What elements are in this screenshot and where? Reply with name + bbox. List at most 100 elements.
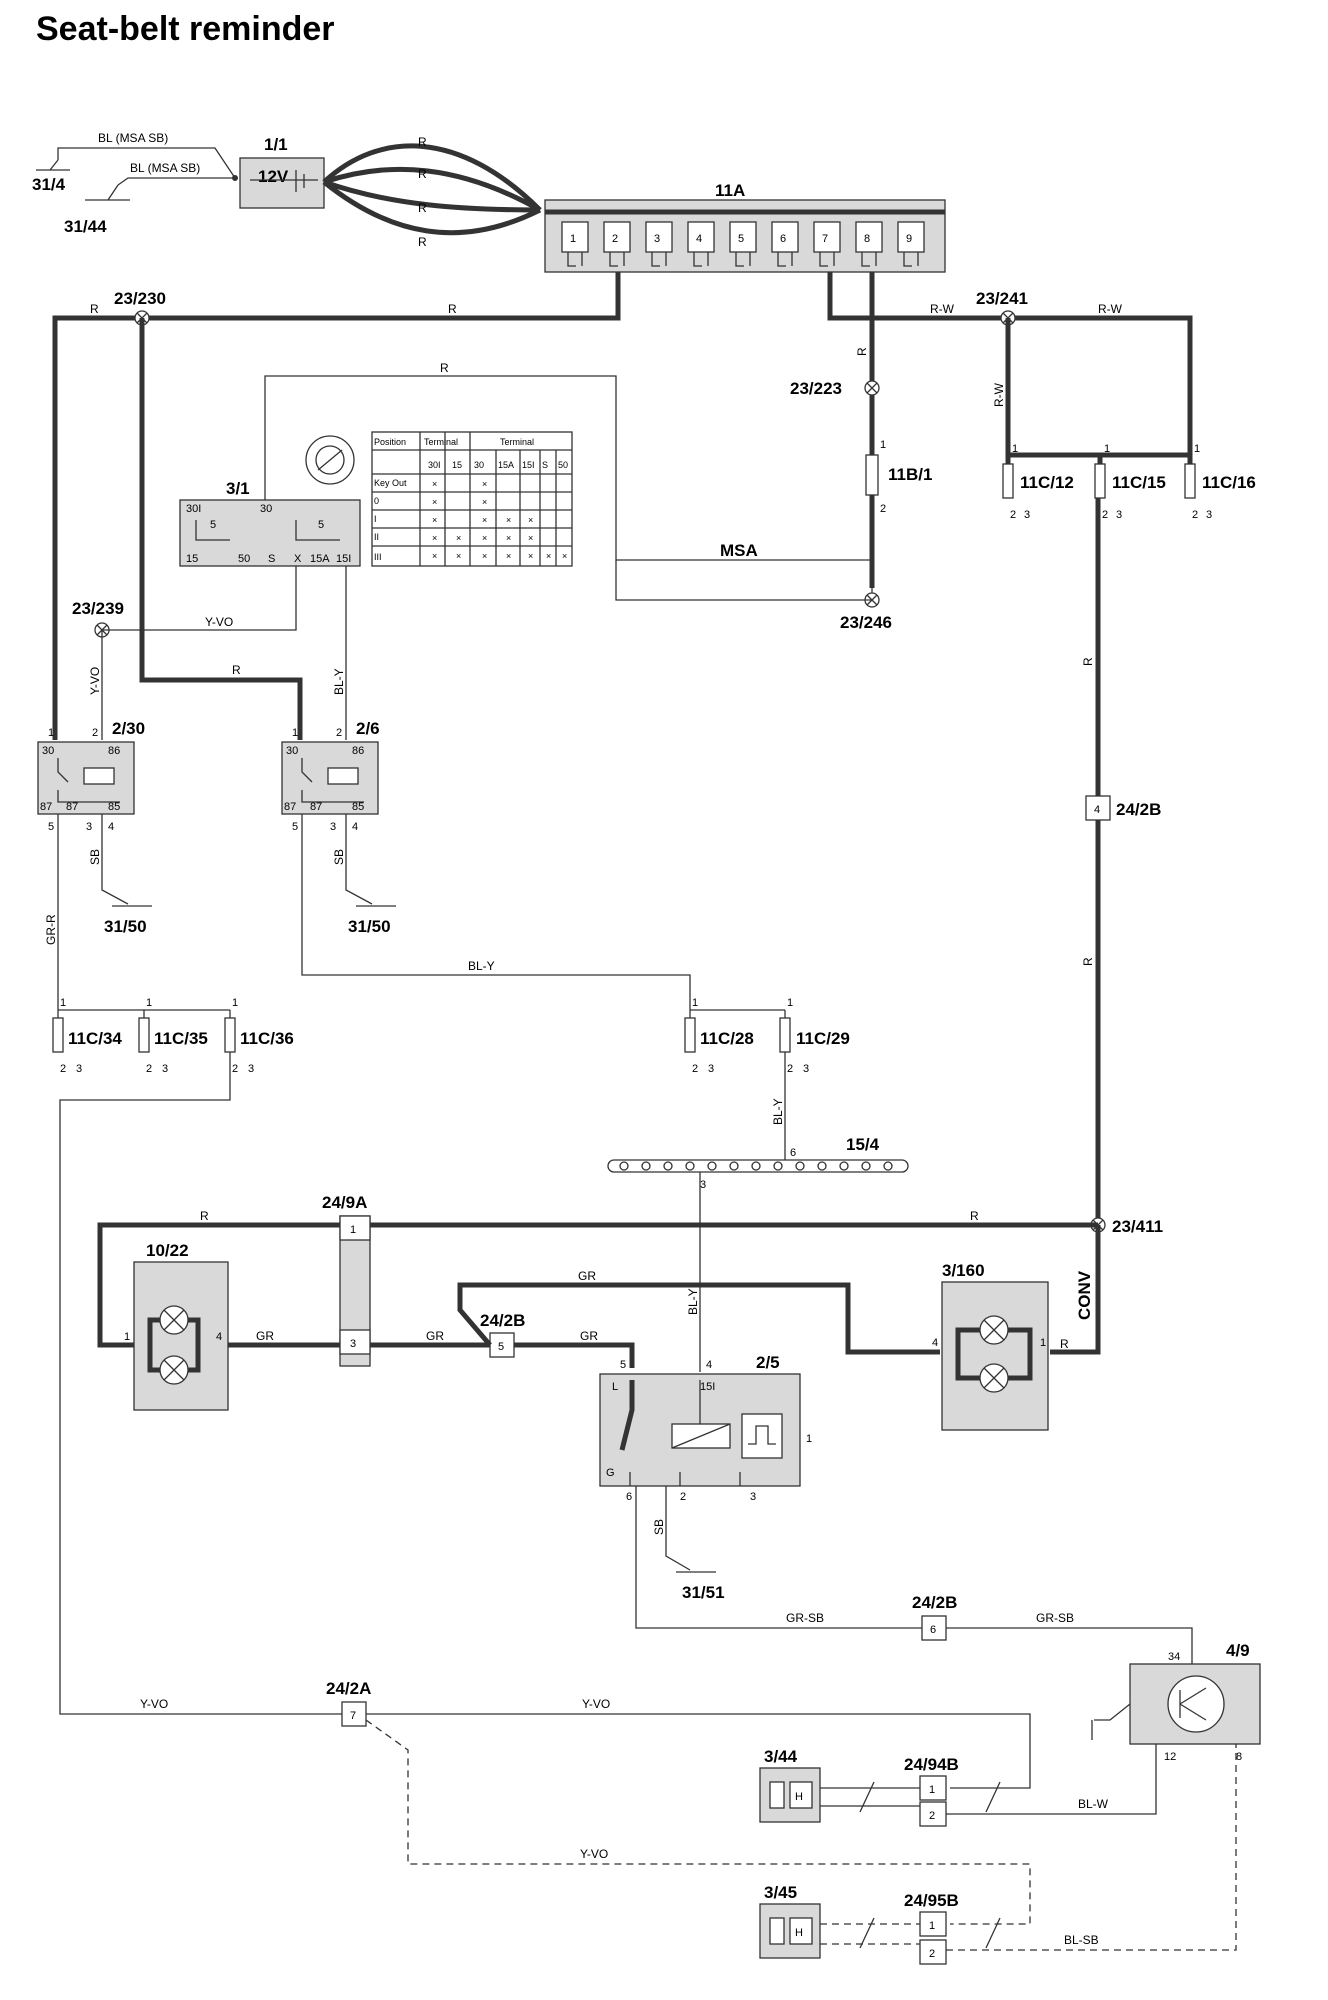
- svg-text:L: L: [612, 1381, 618, 1393]
- svg-text:1: 1: [60, 997, 66, 1009]
- connector-24-9a: 24/9A 1 3: [322, 1193, 371, 1367]
- svg-text:15/4: 15/4: [846, 1135, 880, 1154]
- bus-hole: [795, 1161, 805, 1171]
- svg-text:24/2A: 24/2A: [326, 1679, 371, 1698]
- svg-text:1: 1: [787, 997, 793, 1009]
- svg-text:1: 1: [692, 997, 698, 1009]
- svg-text:31/50: 31/50: [104, 917, 147, 936]
- wire-bl-msa-sb-2: [117, 177, 235, 186]
- svg-text:BL-Y: BL-Y: [332, 668, 346, 695]
- wire-gr-sb-2: [946, 1627, 1193, 1664]
- battery-1-1: 1/1 12V: [239, 135, 325, 209]
- svg-text:1: 1: [880, 439, 886, 451]
- wire-conv: [1050, 1225, 1101, 1355]
- key-icon: [305, 435, 355, 485]
- svg-text:11C/16: 11C/16: [1202, 473, 1256, 492]
- svg-text:3: 3: [350, 1338, 356, 1350]
- table-mark: ×: [482, 497, 487, 507]
- svg-text:X: X: [294, 553, 302, 565]
- svg-text:Key Out: Key Out: [374, 478, 407, 488]
- wire-r-4: [322, 180, 542, 236]
- svg-text:BL-Y: BL-Y: [771, 1098, 785, 1125]
- table-mark: ×: [528, 515, 533, 525]
- svg-text:24/2B: 24/2B: [480, 1311, 525, 1330]
- svg-text:11C/29: 11C/29: [796, 1029, 850, 1048]
- bus-hole: [707, 1161, 717, 1171]
- ignition-position-table: Position Terminal Terminal Key Out 0 I I…: [371, 431, 573, 567]
- svg-text:3/44: 3/44: [764, 1747, 798, 1766]
- svg-text:11C/34: 11C/34: [68, 1029, 122, 1048]
- svg-text:23/246: 23/246: [840, 613, 892, 632]
- connector-24-2b-pin4: 4 24/2B: [1085, 795, 1161, 821]
- fuse-11c-35: 1 2 3 11C/35: [138, 997, 208, 1075]
- svg-text:SB: SB: [652, 1519, 666, 1535]
- svg-text:23/223: 23/223: [790, 379, 842, 398]
- svg-text:34: 34: [1168, 1651, 1180, 1663]
- table-mark: ×: [506, 515, 511, 525]
- lamp-10-22: 10/22 1 4: [124, 1241, 229, 1411]
- svg-text:R: R: [1081, 657, 1095, 666]
- svg-text:2: 2: [1192, 509, 1198, 521]
- bus-hole: [773, 1161, 783, 1171]
- connector-24-2b-pin6: 6 24/2B: [912, 1593, 957, 1641]
- wire-bl-sb: [946, 1744, 1237, 1951]
- table-mark: ×: [482, 533, 487, 543]
- svg-text:1: 1: [929, 1920, 935, 1932]
- fuse-11c-16: 1 2 3 11C/16: [1184, 443, 1256, 521]
- svg-text:30: 30: [260, 503, 272, 515]
- svg-text:0: 0: [374, 496, 379, 506]
- svg-text:30I: 30I: [186, 503, 201, 515]
- table-mark: ×: [432, 551, 437, 561]
- svg-text:1: 1: [350, 1224, 356, 1236]
- svg-text:87: 87: [40, 801, 52, 813]
- fuse-11a-9: 9: [897, 221, 925, 267]
- connector-24-95b: 24/95B 1 2: [904, 1891, 959, 1965]
- wire-r-3: [323, 179, 541, 213]
- svg-text:1: 1: [1104, 443, 1110, 455]
- svg-text:85: 85: [108, 801, 120, 813]
- svg-text:23/241: 23/241: [976, 289, 1028, 308]
- svg-text:2: 2: [1102, 509, 1108, 521]
- fuse-11a-2: 2: [603, 221, 631, 267]
- svg-text:10/22: 10/22: [146, 1241, 189, 1260]
- svg-text:GR: GR: [578, 1269, 596, 1283]
- wire-msa: [615, 560, 872, 601]
- svg-text:R: R: [1081, 957, 1095, 966]
- svg-text:GR-SB: GR-SB: [1036, 1611, 1074, 1625]
- fuse-11c-15: 1 2 3 11C/15: [1094, 443, 1166, 521]
- svg-text:3: 3: [1024, 509, 1030, 521]
- connector-24-2a-pin7: 7 24/2A: [326, 1679, 371, 1727]
- svg-text:1: 1: [1194, 443, 1200, 455]
- fuse-11a-7: 7: [813, 221, 841, 267]
- table-mark: ×: [562, 551, 567, 561]
- svg-text:2: 2: [680, 1491, 686, 1503]
- svg-text:GR: GR: [580, 1329, 598, 1343]
- svg-text:1: 1: [48, 727, 54, 739]
- svg-text:50: 50: [238, 553, 250, 565]
- ground-31-50-b: 31/50: [348, 905, 396, 936]
- lamp-3-160: 3/160 4 1: [932, 1261, 1049, 1431]
- fuse-11c-34: 1 2 3 11C/34: [52, 997, 122, 1075]
- wire-r-ignition: [264, 375, 872, 561]
- svg-text:2/6: 2/6: [356, 719, 380, 738]
- svg-text:7: 7: [822, 233, 828, 245]
- svg-text:11C/36: 11C/36: [240, 1029, 294, 1048]
- svg-text:9: 9: [906, 233, 912, 245]
- svg-text:23/411: 23/411: [1112, 1217, 1163, 1236]
- table-mark: ×: [482, 515, 487, 525]
- svg-text:Terminal: Terminal: [424, 437, 458, 447]
- wire-r-1: [322, 143, 542, 212]
- svg-text:23/239: 23/239: [72, 599, 124, 618]
- relay-2-30: 2/30 1 2 30 86 87 87 85 5 3 4: [37, 719, 145, 833]
- ground-31-50-a: 31/50: [104, 905, 152, 936]
- svg-text:86: 86: [352, 745, 364, 757]
- fuse-11b-1: 1 2 11B/1: [865, 439, 932, 515]
- svg-text:G: G: [606, 1467, 615, 1479]
- ground-31-4: 31/4: [32, 159, 70, 194]
- svg-text:BL-Y: BL-Y: [686, 1288, 700, 1315]
- relay-2-5: 2/5 5 4 L 15I G 6 2 3 1: [599, 1353, 812, 1503]
- svg-text:Terminal: Terminal: [500, 437, 534, 447]
- svg-text:4: 4: [932, 1337, 938, 1349]
- svg-text:1: 1: [232, 997, 238, 1009]
